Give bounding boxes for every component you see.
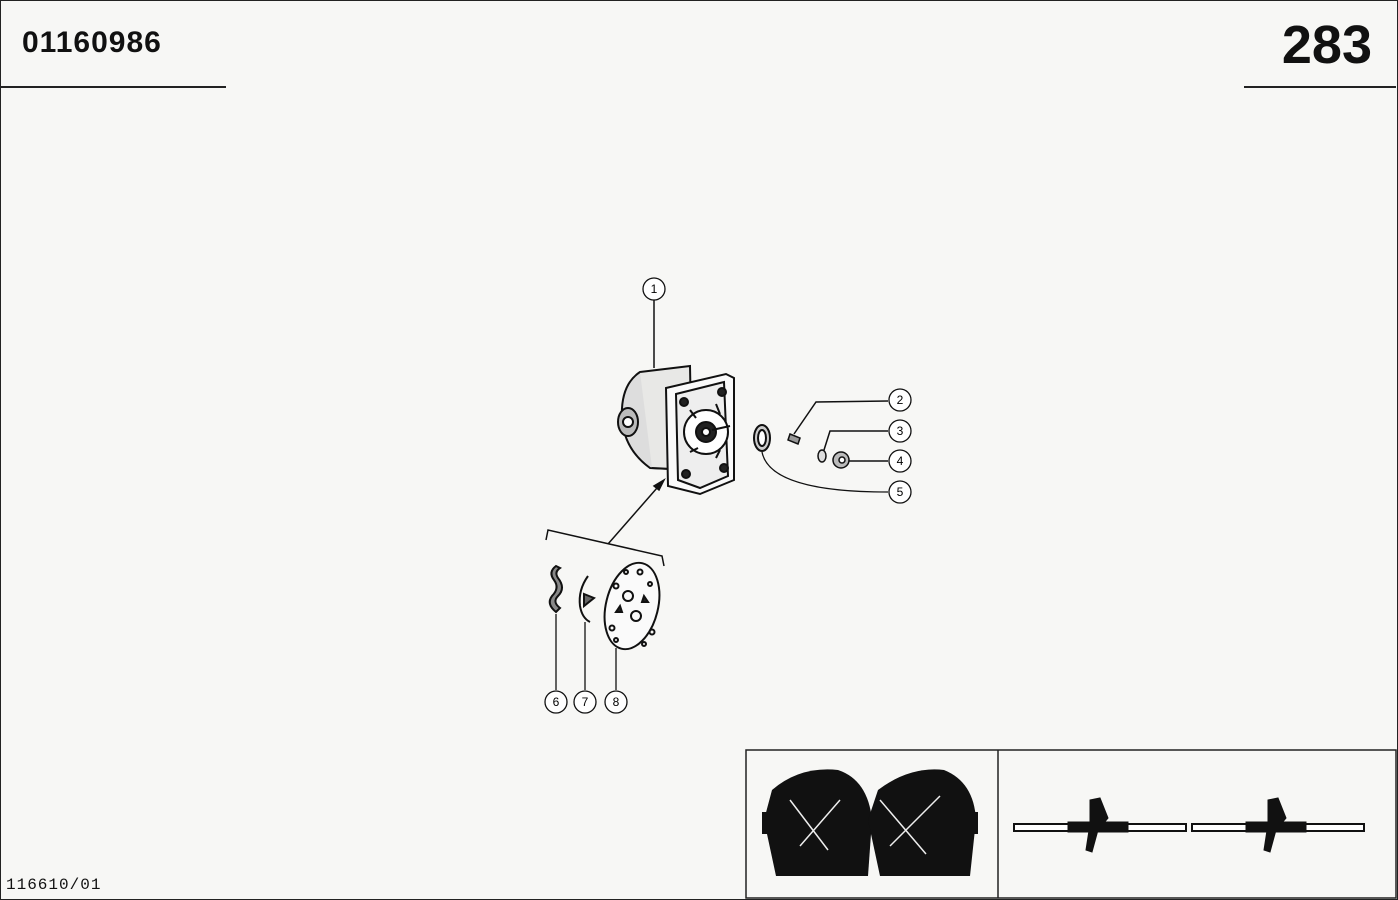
callout-3-label: 3 [897,424,904,438]
callout-1-label: 1 [651,282,658,296]
washer [817,430,888,463]
callout-2: 2 [888,388,912,412]
gasket-6 [548,564,563,690]
callout-5-label: 5 [897,485,904,499]
callout-8: 8 [604,690,628,714]
seal-kit-bracket [545,478,666,567]
callout-6-label: 6 [553,695,560,709]
callout-8-label: 8 [613,695,620,709]
hydraulic-pump [617,364,735,496]
callout-4: 4 [888,449,912,473]
header-rule-left [0,86,226,88]
gasket-7 [578,575,596,690]
document-code: 116610/01 [6,876,102,894]
callout-1: 1 [642,277,666,368]
nut [832,451,888,469]
callout-5: 5 [888,480,912,504]
callout-7: 7 [573,690,597,714]
pump-mounting-view-icon [1013,797,1365,853]
callout-4-label: 4 [897,454,904,468]
shaft-key [787,400,889,445]
callout-6: 6 [544,690,568,714]
callout-3: 3 [888,419,912,443]
callout-2-label: 2 [897,393,904,407]
header-rule-right [1244,86,1396,88]
pump-pair-view-icon [762,769,978,876]
shaft-seal [753,424,889,493]
part-number: 01160986 [22,26,162,59]
gasket-plate-8 [603,561,661,690]
page-number: 283 [1281,15,1372,75]
callout-7-label: 7 [582,695,589,709]
